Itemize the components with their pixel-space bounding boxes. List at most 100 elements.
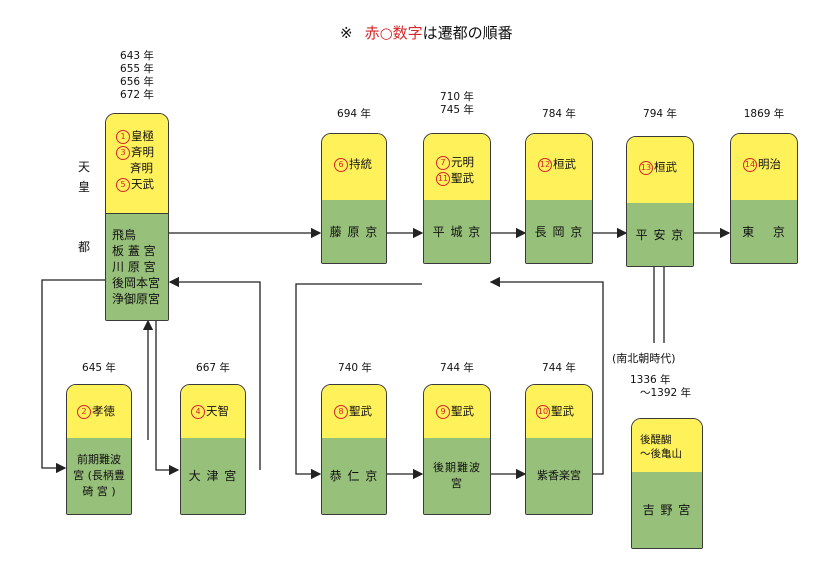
year-label: 667 年 bbox=[196, 362, 230, 374]
emperor-name: 皇極 bbox=[131, 129, 154, 143]
arrow-otsu-asuka bbox=[168, 276, 261, 470]
place-name: 吉 野 宮 bbox=[642, 503, 692, 517]
place-name: 平 城 京 bbox=[432, 224, 482, 239]
emperor-name: 聖武 bbox=[551, 404, 574, 418]
order-number: 6 bbox=[334, 158, 348, 172]
order-number: 12 bbox=[538, 158, 552, 172]
otsu-years: 667 年 bbox=[180, 362, 246, 375]
note-red-text: 赤○数字 bbox=[364, 24, 423, 42]
asuka-years: 643 年 655 年 656 年 672 年 bbox=[107, 50, 167, 102]
kuni-years: 740 年 bbox=[322, 362, 388, 375]
emperor-name: 聖武 bbox=[451, 404, 474, 418]
emperor-name: 天武 bbox=[131, 177, 154, 191]
note-mark: ※ bbox=[340, 24, 353, 42]
side-label-to: 都 bbox=[78, 240, 91, 254]
side-label-ten: 天 bbox=[78, 160, 91, 174]
place-name: 藤 原 京 bbox=[329, 224, 379, 239]
side-label-ko: 皇 bbox=[78, 180, 91, 194]
place-name: 長 岡 京 bbox=[534, 224, 584, 239]
year-label: 1336 年 bbox=[630, 374, 671, 386]
order-number: 8 bbox=[334, 405, 348, 419]
year-label: 672 年 bbox=[120, 89, 154, 101]
place-name: 飛鳥 板 蓋 宮 川 原 宮 後岡本宮 浄御原宮 bbox=[112, 228, 161, 306]
arrow-asuka-naniwa bbox=[41, 279, 105, 474]
year-label: 744 年 bbox=[542, 362, 576, 374]
place-name: 平 安 京 bbox=[635, 227, 685, 242]
emperor-entry: 後醍醐 bbox=[640, 433, 702, 447]
note-text: は遷都の順番 bbox=[422, 24, 513, 42]
year-label: 740 年 bbox=[338, 362, 372, 374]
emperor-name: 桓武 bbox=[654, 160, 677, 174]
emperor-name: 斉明 bbox=[130, 161, 153, 175]
nanboku-label: (南北朝時代) bbox=[612, 352, 676, 365]
order-number: 9 bbox=[436, 405, 450, 419]
year-label: 656 年 bbox=[120, 76, 154, 88]
place-name: 大 津 宮 bbox=[188, 469, 238, 483]
naniwa-zen-years: 645 年 bbox=[66, 362, 132, 375]
place-name: 紫香楽宮 bbox=[537, 469, 581, 482]
place-name: 後期難波 宮 bbox=[433, 461, 481, 490]
place-name: 恭 仁 京 bbox=[329, 469, 379, 483]
shigaraki-years: 744 年 bbox=[526, 362, 592, 375]
year-label: 〜1392 年 bbox=[640, 387, 692, 399]
arrow-shigaraki-heijo bbox=[489, 276, 604, 475]
place-name: 前期難波 宮 (長柄豊 碕 宮 ) bbox=[73, 453, 125, 498]
heijo-years: 710 年 745 年 bbox=[424, 91, 490, 117]
order-number: 13 bbox=[639, 161, 653, 175]
year-label: 643 年 bbox=[120, 50, 154, 62]
emperor-entry: 斉明 bbox=[116, 160, 168, 176]
year-label: 1869 年 bbox=[743, 108, 785, 120]
heian-years: 794 年 bbox=[627, 108, 693, 121]
emperor-name: 後醍醐 bbox=[640, 434, 672, 446]
emperor-name: 天智 bbox=[206, 404, 229, 418]
year-label: 744 年 bbox=[440, 362, 474, 374]
order-number: 7 bbox=[436, 156, 450, 170]
year-label: 745 年 bbox=[440, 104, 474, 116]
naniwa-go-years: 744 年 bbox=[424, 362, 490, 375]
year-label: 694 年 bbox=[337, 108, 371, 120]
emperor-name: 孝徳 bbox=[92, 404, 115, 418]
order-number: 3 bbox=[116, 146, 130, 160]
order-number: 5 bbox=[116, 178, 130, 192]
year-label: 710 年 bbox=[440, 91, 474, 103]
order-number: 10 bbox=[536, 405, 550, 419]
arrow-heijo-kuni bbox=[295, 283, 422, 480]
order-number: 1 bbox=[116, 130, 130, 144]
place-name: 東 京 bbox=[742, 224, 786, 239]
tokyo-years: 1869 年 bbox=[731, 108, 797, 121]
emperor-name: 聖武 bbox=[451, 171, 474, 185]
yoshino-years: 1336 年 〜1392 年 bbox=[630, 374, 710, 400]
arrow-asuka-otsu bbox=[155, 321, 180, 476]
order-number: 4 bbox=[191, 405, 205, 419]
emperor-name: 斉明 bbox=[131, 145, 154, 159]
emperor-name: 桓武 bbox=[553, 157, 576, 171]
emperor-name: 元明 bbox=[451, 155, 474, 169]
year-label: 794 年 bbox=[643, 108, 677, 120]
order-number: 14 bbox=[743, 158, 757, 172]
emperor-name: 聖武 bbox=[349, 404, 372, 418]
node-yoshino: 後醍醐 〜後亀山 吉 野 宮 bbox=[631, 418, 703, 549]
year-label: 784 年 bbox=[542, 108, 576, 120]
emperor-name: 〜後亀山 bbox=[640, 448, 682, 460]
